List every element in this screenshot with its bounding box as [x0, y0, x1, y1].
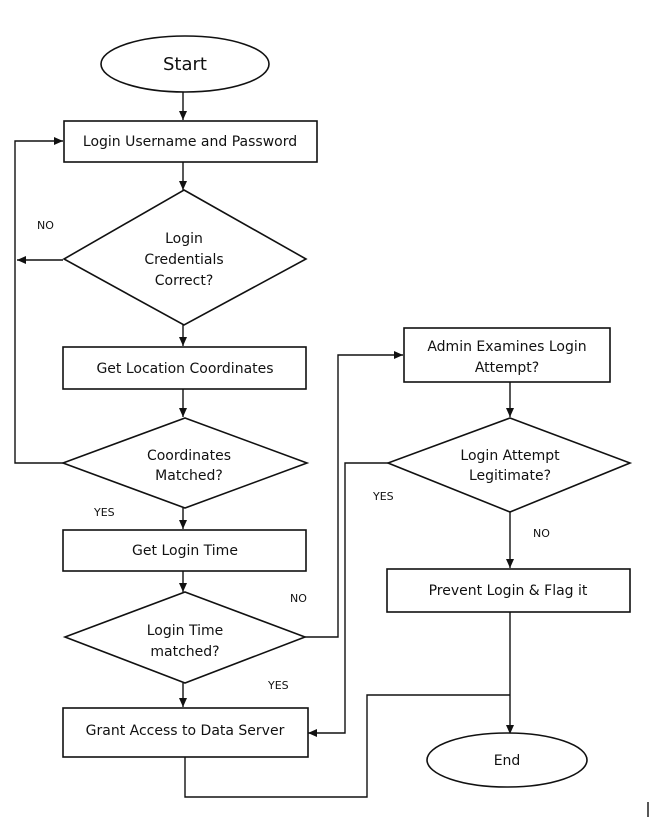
edge-label-time-no: NO	[290, 592, 307, 605]
credentials-label-line-1: Login	[165, 231, 203, 247]
credentials-label-line-3: Correct?	[155, 273, 214, 289]
edge-label-time-yes: YES	[267, 679, 289, 692]
coords-label-line-1: Coordinates	[147, 448, 231, 464]
grant-label: Grant Access to Data Server	[86, 723, 285, 739]
legit-label-line-1: Login Attempt	[460, 448, 560, 464]
node-time-decision: Login Time matched?	[62, 591, 308, 684]
node-legit-decision: Login Attempt Legitimate?	[385, 417, 633, 513]
node-end: End	[426, 732, 588, 788]
edge-label-legit-yes: YES	[372, 490, 394, 503]
node-credentials-decision: Login Credentials Correct?	[62, 189, 308, 326]
node-login: Login Username and Password	[63, 120, 318, 163]
start-label: Start	[163, 54, 207, 75]
end-label: End	[494, 753, 521, 769]
prevent-label: Prevent Login & Flag it	[429, 583, 588, 599]
node-admin: Admin Examines Login Attempt?	[403, 327, 611, 383]
location-label: Get Location Coordinates	[96, 361, 273, 377]
node-time: Get Login Time	[62, 529, 307, 572]
node-coords-decision: Coordinates Matched?	[60, 417, 310, 509]
time-matched-label-line-2: matched?	[150, 644, 219, 660]
admin-label-line-2: Attempt?	[475, 360, 539, 376]
admin-label-line-1: Admin Examines Login	[427, 339, 586, 355]
node-grant: Grant Access to Data Server	[62, 707, 309, 758]
credentials-label-line-2: Credentials	[144, 252, 223, 268]
coords-label-line-2: Matched?	[155, 468, 223, 484]
edges	[14, 91, 649, 817]
edge-label-legit-no: NO	[533, 527, 550, 540]
edge-coords-loop-back-to-login	[14, 137, 63, 464]
time-label: Get Login Time	[132, 543, 238, 559]
edge-label-credentials-no: NO	[37, 219, 54, 232]
login-label: Login Username and Password	[83, 134, 297, 150]
node-start: Start	[100, 35, 270, 93]
edge-label-coords-yes: YES	[93, 506, 115, 519]
time-matched-label-line-1: Login Time	[147, 623, 223, 639]
node-prevent: Prevent Login & Flag it	[386, 568, 631, 613]
edge-legit-yes-to-grant	[308, 462, 388, 737]
legit-label-line-2: Legitimate?	[469, 468, 551, 484]
edge-time-no-to-admin	[305, 351, 403, 638]
node-location: Get Location Coordinates	[62, 346, 307, 390]
edge-labels: NO YES NO YES YES NO	[37, 219, 550, 692]
edge-grant-to-end	[184, 694, 510, 798]
